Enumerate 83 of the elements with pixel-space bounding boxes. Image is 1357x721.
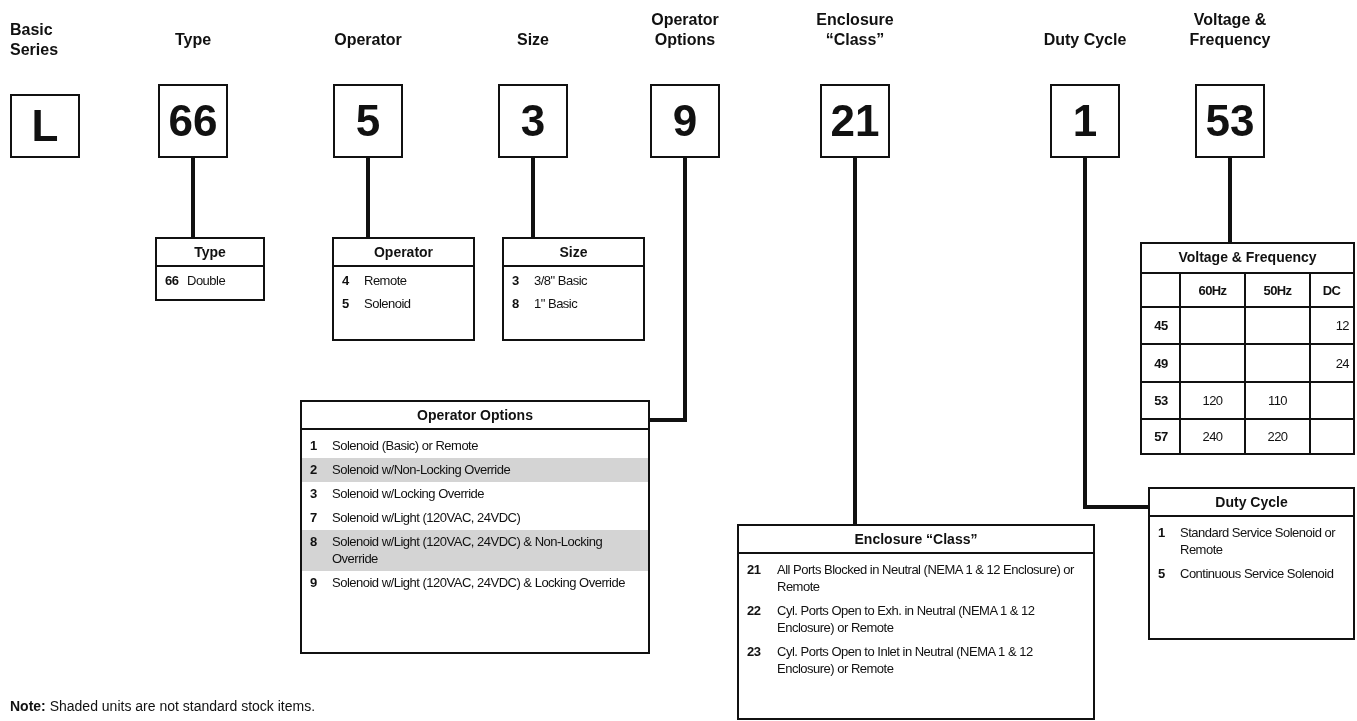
option-code: 22	[747, 602, 762, 620]
table-heading: Enclosure “Class”	[739, 526, 1093, 554]
table-cell-text: 53	[1153, 392, 1169, 410]
code-box: 3	[498, 84, 568, 158]
option-description: Solenoid w/Light (120VAC, 24VDC) & Locking Override	[332, 574, 626, 591]
code-box: 66	[158, 84, 228, 158]
code-box: 53	[1195, 84, 1265, 158]
option-code: 3	[512, 272, 520, 289]
option-code: 21	[747, 561, 762, 579]
note-text: Note: Shaded units are not standard stock items.	[10, 698, 316, 714]
table-cell-text: 60Hz	[1197, 282, 1228, 300]
option-description: All Ports Blocked in Neutral (NEMA 1 & 12 Enclosure) or Remote	[777, 561, 1075, 595]
option-code: 8	[310, 533, 318, 551]
option-table	[502, 237, 645, 341]
series-heading: Operator Options	[650, 10, 720, 50]
table-heading: Size	[504, 239, 643, 267]
option-code: 7	[310, 509, 318, 526]
option-code: 9	[310, 574, 318, 591]
code-box: 5	[333, 84, 403, 158]
code-box: L	[10, 94, 80, 158]
option-code: 66	[165, 272, 180, 289]
connector-line	[1083, 158, 1148, 509]
table-cell-text: 57	[1153, 427, 1169, 446]
connector-line	[191, 158, 195, 237]
series-heading: Duty Cycle	[1042, 30, 1128, 50]
option-description: Standard Service Solenoid or Remote	[1180, 524, 1337, 558]
option-description: Solenoid w/Non-Locking Override	[332, 461, 512, 478]
table-cell-text: 45	[1153, 317, 1169, 335]
option-description: Remote	[364, 272, 408, 289]
series-heading: Basic Series	[10, 20, 60, 60]
option-code: 1	[1158, 524, 1166, 542]
connector-line	[853, 158, 857, 524]
connector-line	[531, 158, 535, 237]
connector-line	[1228, 158, 1232, 242]
option-table	[332, 237, 475, 341]
series-heading: Voltage & Frequency	[1188, 10, 1272, 50]
table-cell-text: 110	[1267, 392, 1288, 410]
option-table	[155, 237, 265, 301]
voltage-table	[1140, 242, 1355, 455]
option-code: 3	[310, 485, 318, 502]
table-cell-text: 220	[1266, 427, 1289, 446]
table-cell-text: 12	[1334, 317, 1350, 335]
series-heading: Operator	[333, 30, 403, 50]
option-description: Cyl. Ports Open to Inlet in Neutral (NEMA 1 & 12 Enclosure) or Remote	[777, 643, 1034, 677]
table-heading: Operator	[334, 239, 473, 267]
option-description: Cyl. Ports Open to Exh. in Neutral (NEMA 1 & 12 Enclosure) or Remote	[777, 602, 1036, 636]
series-heading: Type	[173, 30, 213, 50]
option-code: 23	[747, 643, 762, 661]
connector-line	[366, 158, 370, 237]
table-cell-text: 240	[1201, 427, 1224, 446]
option-code: 8	[512, 295, 520, 312]
code-box: 21	[820, 84, 890, 158]
option-table	[1148, 487, 1355, 640]
table-heading: Voltage & Frequency	[1142, 244, 1353, 274]
table-cell-text: 24	[1334, 354, 1350, 373]
series-heading: Size	[516, 30, 550, 50]
option-code: 1	[310, 437, 318, 454]
option-description: 3/8" Basic	[534, 272, 589, 289]
option-code: 5	[1158, 565, 1166, 582]
option-code: 2	[310, 461, 318, 478]
option-description: 1" Basic	[534, 295, 579, 312]
series-heading: Enclosure “Class”	[815, 10, 895, 50]
code-box: 1	[1050, 84, 1120, 158]
option-description: Continuous Service Solenoid	[1180, 565, 1335, 582]
table-heading: Type	[157, 239, 263, 267]
option-description: Solenoid w/Light (120VAC, 24VDC) & Non-Locking Override	[332, 533, 604, 567]
code-box: 9	[650, 84, 720, 158]
table-cell-text: 49	[1153, 354, 1169, 373]
option-description: Solenoid w/Locking Override	[332, 485, 485, 502]
option-description: Solenoid (Basic) or Remote	[332, 437, 479, 454]
option-description: Solenoid	[364, 295, 412, 312]
option-code: 4	[342, 272, 351, 289]
option-description: Double	[187, 272, 227, 289]
option-table	[300, 400, 650, 654]
table-cell-text: 120	[1201, 392, 1224, 410]
option-table	[737, 524, 1095, 720]
table-heading: Duty Cycle	[1150, 489, 1353, 517]
option-code: 5	[342, 295, 350, 312]
option-description: Solenoid w/Light (120VAC, 24VDC)	[332, 509, 522, 526]
table-cell-text: 50Hz	[1262, 282, 1293, 300]
table-cell-text: DC	[1321, 282, 1342, 300]
connector-line	[650, 158, 687, 422]
table-heading: Operator Options	[302, 402, 648, 430]
